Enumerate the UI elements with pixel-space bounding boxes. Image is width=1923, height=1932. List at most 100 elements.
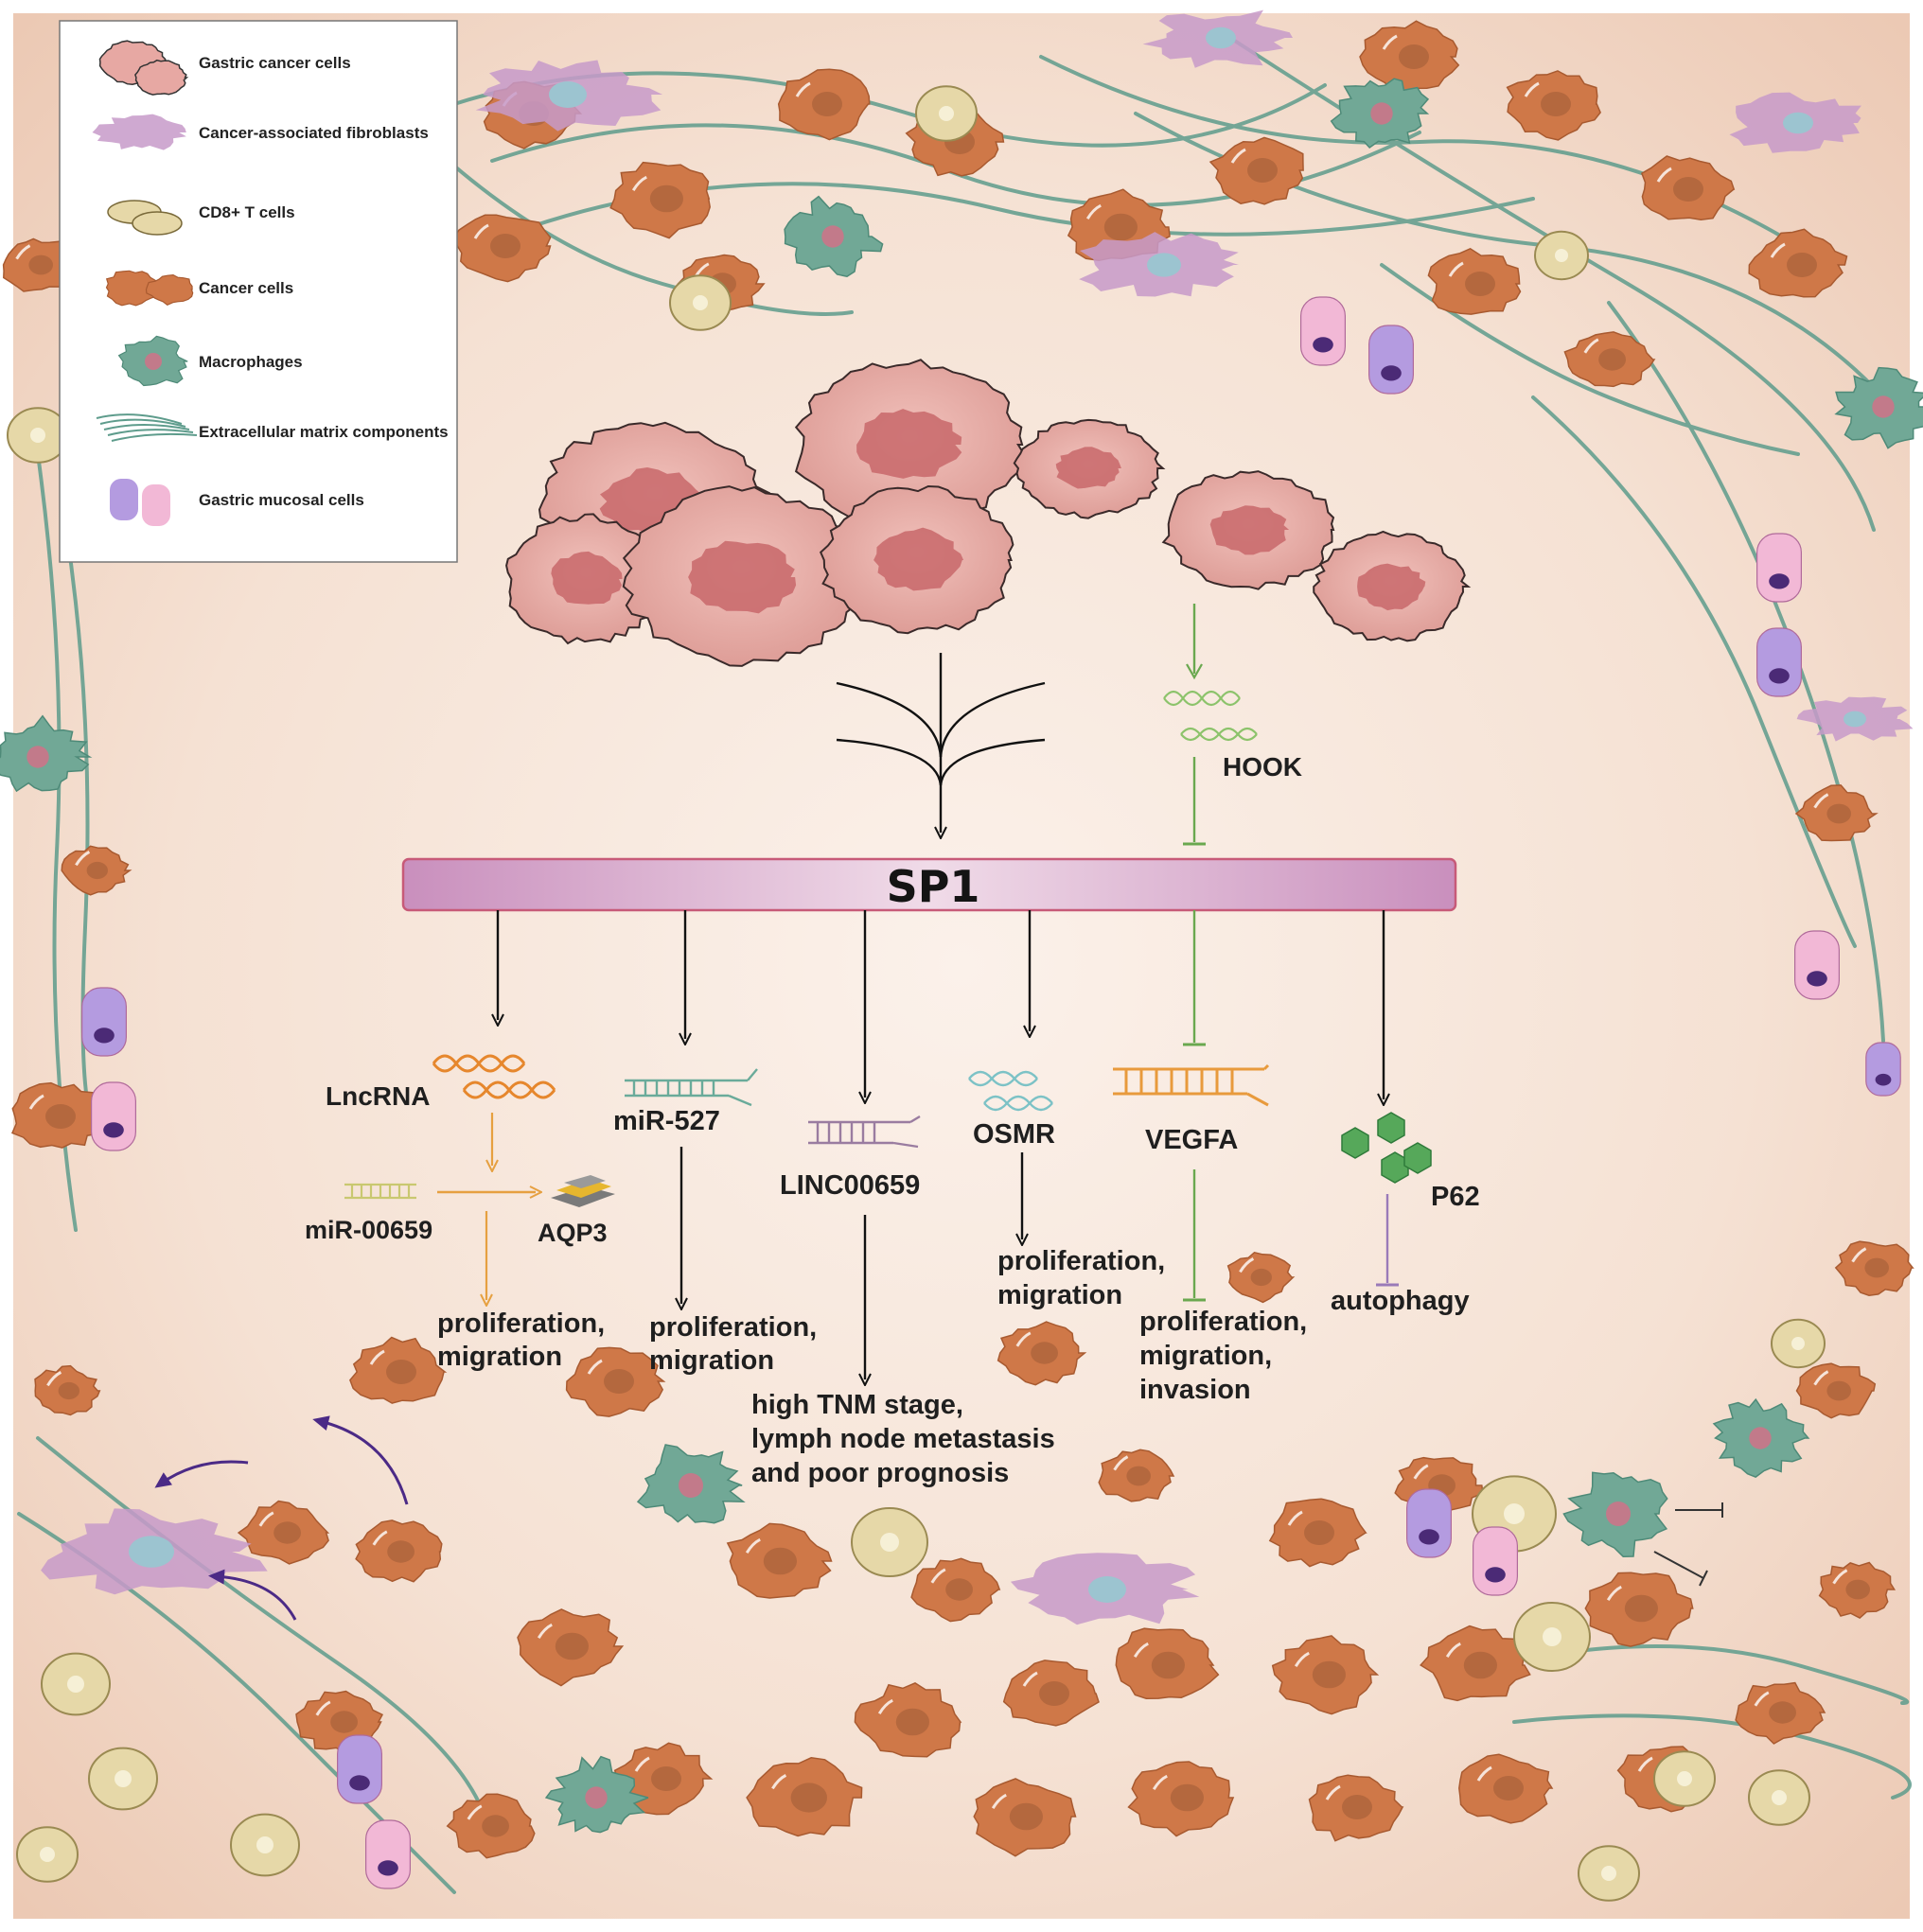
fibroblast — [1010, 1553, 1200, 1625]
legend-label-cancer: Cancer cells — [199, 279, 293, 297]
cd8-t-cell — [1748, 1769, 1810, 1826]
linc00659-outcome-line-3: and poor prognosis — [751, 1458, 1009, 1488]
gastric-cancer-cell — [819, 484, 1014, 635]
cancer-cell — [1268, 1498, 1367, 1568]
osmr-dna-icon — [968, 1070, 1053, 1112]
cancer-cell — [1834, 1240, 1914, 1296]
cancer-cell — [1794, 784, 1879, 842]
mir527-branch: miR-527 proliferation, migration — [613, 1068, 817, 1376]
cancer-cell — [1115, 1627, 1220, 1699]
gastric-cancer-cell — [1161, 470, 1335, 590]
gastric-mucosal-cell — [337, 1734, 383, 1804]
gastric-cancer-cell — [505, 513, 668, 645]
gastric-mucosal-cell — [80, 987, 127, 1057]
linc00659-outcome-line-1: high TNM stage, — [751, 1390, 963, 1420]
macrophage — [1712, 1397, 1810, 1478]
cd8-t-cell — [669, 274, 732, 331]
sp1-label: SP1 — [887, 861, 980, 912]
gastric-cancer-cell — [1313, 530, 1472, 642]
hook-label: HOOK — [1223, 752, 1302, 782]
gastric-mucosal-cell — [1299, 296, 1346, 366]
gastric-cancer-cell — [794, 359, 1025, 532]
fibroblast — [1729, 92, 1861, 153]
gastric-cancer-cell-cluster — [505, 359, 1472, 667]
mir00659-label: miR-00659 — [305, 1216, 432, 1244]
legend-icon-cd8 — [107, 200, 183, 236]
cancer-cell — [1735, 1681, 1826, 1745]
gastric-mucosal-cell — [1865, 1042, 1901, 1097]
cancer-cell — [910, 1557, 1001, 1623]
gastric-mucosal-cell — [1793, 930, 1840, 1000]
cancer-cell — [452, 214, 552, 283]
osmr-label: OSMR — [973, 1119, 1055, 1150]
cancer-cell — [854, 1682, 962, 1758]
p62-branch: P62 autophagy — [1331, 1112, 1480, 1316]
legend-label-macrophage: Macrophages — [199, 353, 303, 371]
lncrna-outcome-line-2: migration — [437, 1342, 562, 1372]
cancer-cell — [777, 68, 871, 141]
macrophage — [1562, 1471, 1668, 1557]
cancer-cell — [1098, 1449, 1175, 1502]
cancer-cell — [609, 161, 711, 239]
gastric-mucosal-cell — [1405, 1488, 1452, 1558]
cancer-cell — [1271, 1635, 1380, 1715]
macrophage-cd8-inhibition — [1653, 1502, 1723, 1587]
cancer-cell — [1506, 70, 1601, 141]
linc00659-branch: LINC00659 high TNM stage, lymph node met… — [751, 1115, 1055, 1488]
linc00659-label: LINC00659 — [780, 1170, 920, 1201]
cancer-cell — [997, 1321, 1087, 1386]
gastric-mucosal-cell — [1755, 533, 1802, 603]
mir00659-rna-icon — [344, 1183, 416, 1200]
cd8-t-cell — [915, 85, 978, 142]
cancer-cell — [1584, 1572, 1694, 1647]
cancer-cell — [1563, 331, 1656, 388]
aqp3-label: AQP3 — [538, 1219, 608, 1247]
fibroblast — [1142, 9, 1293, 68]
gastric-mucosal-cell — [1472, 1526, 1518, 1596]
sp1-downstream-arrows — [498, 910, 1384, 1099]
legend-icon-ecm — [96, 413, 198, 442]
p62-label: P62 — [1431, 1182, 1480, 1212]
vegfa-outcome-line-1: proliferation, — [1139, 1307, 1307, 1337]
lncrna-dna-icon — [432, 1054, 556, 1099]
cancer-cell — [1359, 20, 1460, 94]
macrophage — [544, 1755, 649, 1834]
lncrna-outcome-line-1: proliferation, — [437, 1308, 605, 1339]
mir527-label: miR-527 — [613, 1106, 720, 1136]
legend-icon-caf — [92, 114, 186, 150]
cancer-cell — [1308, 1774, 1404, 1842]
cd8-t-cell — [41, 1652, 111, 1716]
lncrna-label: LncRNA — [326, 1081, 430, 1111]
cancer-cell — [446, 1793, 536, 1859]
legend-label-ecm: Extracellular matrix components — [199, 423, 449, 441]
legend-icon-macrophage — [117, 335, 188, 387]
gastric-mucosal-cell — [365, 1819, 412, 1889]
cancer-cell — [1420, 1625, 1531, 1702]
legend-label-cd8: CD8+ T cells — [199, 203, 295, 221]
cancer-cell — [517, 1608, 625, 1687]
cancer-cell — [1226, 1251, 1296, 1304]
legend-label-gastric_cancer: Gastric cancer cells — [199, 54, 351, 72]
cd8-t-cell — [1653, 1750, 1716, 1807]
mir527-rna-icon — [625, 1068, 758, 1107]
aqp3-channel-icon — [551, 1175, 615, 1207]
osmr-branch: OSMR proliferation, migration — [968, 1070, 1165, 1310]
macrophage — [0, 714, 93, 793]
metastasis-arrows — [154, 1415, 409, 1621]
cancer-cell — [11, 1081, 107, 1149]
cancer-cell — [1458, 1753, 1554, 1824]
cancer-cell — [1208, 136, 1304, 205]
cd8-t-cell — [1534, 230, 1589, 281]
vegfa-outcome-line-3: invasion — [1139, 1375, 1251, 1405]
cancer-cell — [1427, 247, 1522, 315]
gastric-mucosal-cell — [1367, 325, 1414, 395]
cd8-t-cell — [230, 1813, 300, 1877]
osmr-outcome-line-2: migration — [997, 1280, 1122, 1310]
cd8-t-cell — [88, 1747, 158, 1811]
cancer-cell — [1127, 1761, 1235, 1837]
fibroblast — [475, 60, 663, 132]
cancer-cell — [61, 845, 132, 896]
